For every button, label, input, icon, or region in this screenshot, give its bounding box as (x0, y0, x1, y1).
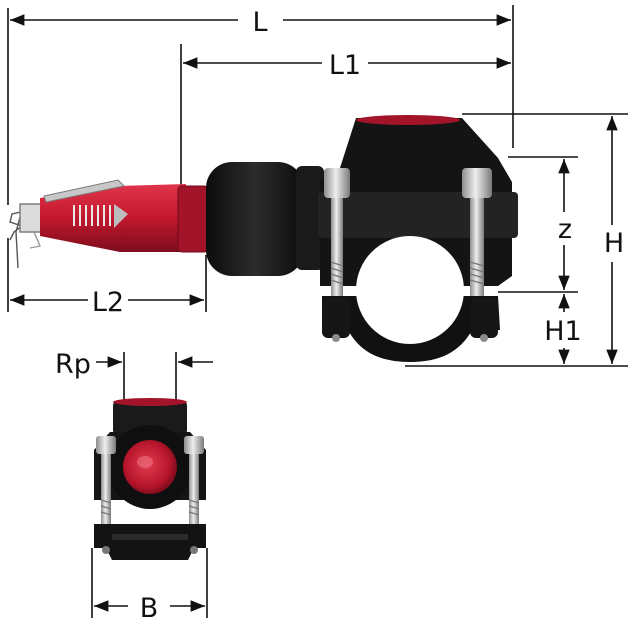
black-collar (206, 162, 324, 276)
dim-label-b: B (140, 593, 159, 624)
dim-label-rp: Rp (55, 349, 91, 380)
dim-label-l: L (252, 7, 267, 38)
dim-label-l2: L2 (92, 287, 124, 318)
red-cap-icon (123, 440, 177, 494)
clamp-bolts (322, 168, 498, 342)
red-handle (40, 179, 209, 253)
dim-label-h1: H1 (544, 316, 581, 347)
side-view-fitting (9, 115, 518, 362)
dim-label-z: z (558, 214, 572, 245)
saddle-body (318, 115, 518, 362)
front-view-fitting (94, 398, 206, 560)
dim-label-h: H (604, 228, 624, 259)
cutter-tip (9, 203, 43, 269)
dim-label-l1: L1 (329, 50, 361, 81)
